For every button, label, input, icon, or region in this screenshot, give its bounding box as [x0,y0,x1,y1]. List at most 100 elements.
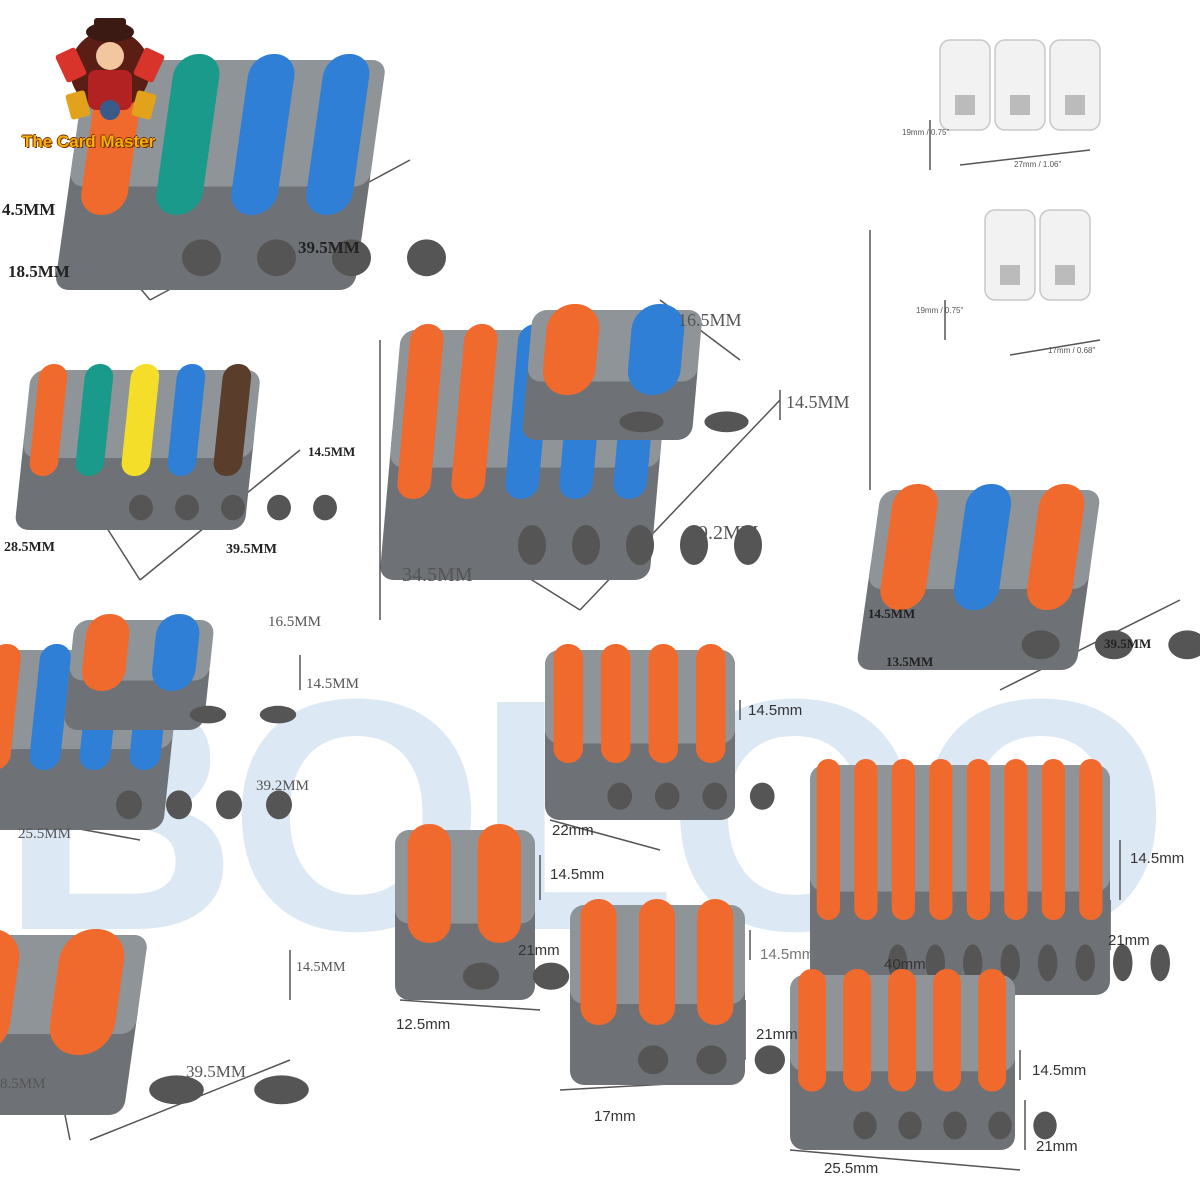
wire-hole [517,525,547,565]
lever [696,644,726,763]
dim-label: 14.5MM [306,676,359,692]
lever [0,929,20,1055]
lever [75,364,114,476]
wire-hole [702,782,728,810]
dimension-line [789,1149,1021,1171]
lever [978,969,1006,1092]
lever [601,644,631,763]
wire-hole [1168,630,1200,660]
lever [553,644,583,763]
wire-hole [407,239,446,277]
dim-label: 25.5MM [18,826,71,842]
wire-hole [166,790,192,820]
connector-body [810,765,1110,892]
lever [648,644,678,763]
white-connector-slot [1010,95,1030,115]
wire-hole [898,1111,922,1140]
lever [627,304,685,395]
wire-hole [313,494,337,521]
lever [891,759,915,920]
wire-hole [259,705,297,724]
lever [231,54,295,215]
dim-label: 39.5MM [298,238,360,257]
wire-hole [267,494,291,521]
dim-label: 12.5mm [396,1016,451,1033]
wire-hole [749,782,775,810]
wire-hole [963,944,983,982]
wire-hole [1150,944,1170,982]
wire-hole [754,1045,785,1075]
wire-hole [943,1111,967,1140]
dim-label: 16.5MM [678,310,742,330]
dim-label: 16.5MM [268,614,321,630]
wire-hole [1094,630,1134,660]
dim-label: 17mm / 0.68" [1048,346,1096,355]
wire-hole [254,1075,309,1105]
white-connector [939,39,991,131]
lever [213,364,252,476]
lever [798,969,826,1092]
lever [1004,759,1028,920]
dim-label: 8.5MM [0,1076,46,1092]
lever [451,324,498,499]
wire-hole [149,1075,204,1105]
white-connector [1039,209,1091,301]
dim-label: 13.5MM [886,654,934,669]
lever [156,54,220,215]
wire-hole [129,494,153,521]
lever [953,484,1012,610]
wire-hole [654,782,680,810]
lever [966,759,990,920]
lever [1027,484,1085,610]
wire-hole [1000,944,1020,982]
lever [697,899,734,1025]
dimension-line [959,149,1091,166]
dim-label: 14.5MM [868,606,916,621]
dim-label: 21mm [756,1026,798,1043]
dim-label: 39.2MM [688,522,759,544]
dim-label: 14.5mm [748,702,803,719]
dim-label: 14.5mm [550,866,605,883]
lever [933,969,961,1092]
lever [929,759,953,920]
dimension-line [999,599,1181,691]
white-connector-slot [955,95,975,115]
dim-label: 14.5MM [786,392,850,412]
wire-hole [571,525,601,565]
dim-label: 39.5MM [1104,636,1152,651]
wire-hole [988,1111,1012,1140]
wire-hole [221,494,245,521]
dim-label: 21mm [1036,1138,1078,1155]
dimension-line [549,819,661,851]
dim-label: 21mm [1108,932,1150,949]
dim-label: 14.5mm [1130,850,1185,867]
white-connector-slot [1065,95,1085,115]
wire-hole [853,1111,877,1140]
lever [638,899,675,1025]
dim-label: 14.5mm [760,946,815,963]
dim-label: 21mm [518,942,560,959]
dimension-line [399,999,541,1011]
lever [152,614,200,691]
dim-label: 14.5mm [1032,1062,1087,1079]
lever [880,484,938,610]
lever [580,899,617,1025]
white-connector-slot [1055,265,1075,285]
wire-hole [696,1045,727,1075]
white-connector [984,209,1036,301]
wire-hole [116,790,142,820]
card-master-logo [55,18,165,120]
wire-hole [532,962,570,990]
wire-hole [1021,630,1060,660]
white-connector [1049,39,1101,131]
dim-label: 27mm / 1.06" [1014,160,1062,169]
lever [306,54,370,215]
dim-label: 40mm [884,956,926,973]
lever [843,969,871,1092]
white-connector [994,39,1046,131]
dimension-line [1009,339,1101,356]
wire-hole [619,411,664,433]
dim-label: 34.5MM [402,564,473,586]
